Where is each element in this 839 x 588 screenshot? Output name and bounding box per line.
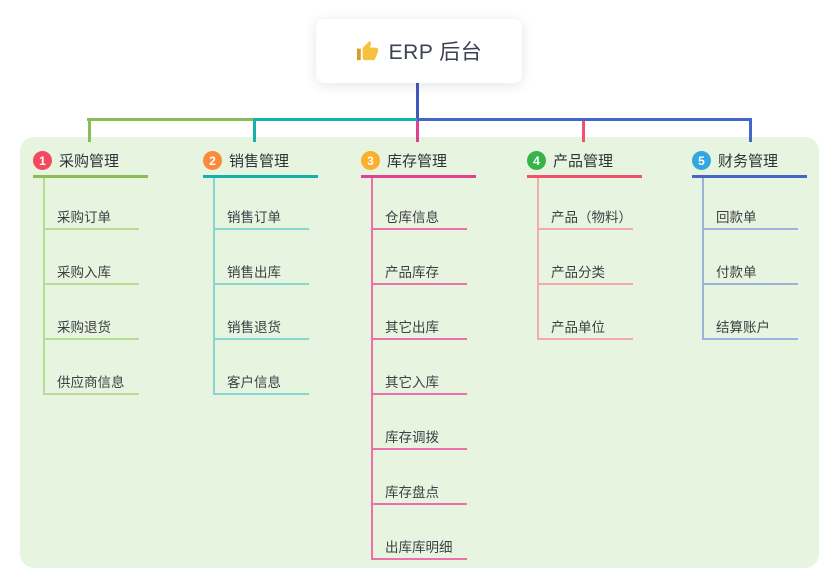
sub-item-underline [213, 393, 309, 395]
branch-underline [361, 175, 476, 178]
branch-underline [527, 175, 642, 178]
branch-spine-line [537, 178, 539, 340]
branch-title: 采购管理 [59, 153, 120, 170]
sub-item-underline [213, 228, 309, 230]
sub-item[interactable]: 产品分类 [551, 265, 605, 280]
branch-header[interactable]: 1 采购管理 [33, 150, 119, 171]
sub-item[interactable]: 供应商信息 [57, 375, 125, 390]
branch-number-badge: 1 [33, 151, 52, 170]
sub-item[interactable]: 其它出库 [385, 320, 439, 335]
sub-item[interactable]: 库存盘点 [385, 485, 439, 500]
connector-line [86, 118, 253, 121]
sub-item[interactable]: 出库库明细 [385, 540, 453, 555]
sub-item[interactable]: 产品单位 [551, 320, 605, 335]
branch-title: 财务管理 [718, 153, 779, 170]
sub-item[interactable]: 产品（物料） [551, 210, 632, 225]
branch-header[interactable]: 4 产品管理 [527, 150, 613, 171]
branch-spine-line [702, 178, 704, 340]
branches-panel [20, 137, 819, 568]
branch-spine-line [43, 178, 45, 395]
sub-item-underline [537, 228, 633, 230]
sub-item-underline [537, 283, 633, 285]
branch-number-badge: 4 [527, 151, 546, 170]
connector-line [253, 118, 417, 121]
sub-item-underline [43, 393, 139, 395]
sub-item[interactable]: 销售退货 [227, 320, 281, 335]
root-node[interactable]: ERP 后台 [316, 19, 522, 83]
connector-line [417, 118, 751, 121]
connector-drop-line [582, 121, 585, 142]
sub-item-underline [702, 338, 798, 340]
branch-title: 产品管理 [553, 153, 614, 170]
connector-drop-line [749, 118, 752, 142]
sub-item[interactable]: 结算账户 [716, 320, 770, 335]
sub-item[interactable]: 仓库信息 [385, 210, 439, 225]
sub-item-underline [213, 283, 309, 285]
sub-item-underline [702, 228, 798, 230]
sub-item-underline [371, 283, 467, 285]
sub-item[interactable]: 销售出库 [227, 265, 281, 280]
sub-item[interactable]: 采购订单 [57, 210, 111, 225]
sub-item-underline [702, 283, 798, 285]
branch-header[interactable]: 5 财务管理 [692, 150, 778, 171]
root-connector-line [416, 83, 419, 121]
connector-drop-line [253, 121, 256, 142]
sub-item-underline [371, 393, 467, 395]
thumbs-up-icon [356, 40, 379, 63]
sub-item-underline [43, 283, 139, 285]
sub-item-underline [213, 338, 309, 340]
branch-header[interactable]: 3 库存管理 [361, 150, 447, 171]
sub-item-underline [371, 558, 467, 560]
branch-title: 库存管理 [387, 153, 448, 170]
sub-item[interactable]: 销售订单 [227, 210, 281, 225]
sub-item[interactable]: 产品库存 [385, 265, 439, 280]
branch-number-badge: 5 [692, 151, 711, 170]
sub-item-underline [371, 338, 467, 340]
sub-item[interactable]: 回款单 [716, 210, 757, 225]
sub-item-underline [371, 503, 467, 505]
root-title: ERP 后台 [388, 41, 483, 64]
branch-underline [33, 175, 148, 178]
sub-item-underline [537, 338, 633, 340]
sub-item-underline [371, 448, 467, 450]
branch-number-badge: 2 [203, 151, 222, 170]
sub-item[interactable]: 库存调拨 [385, 430, 439, 445]
branch-number-badge: 3 [361, 151, 380, 170]
branch-header[interactable]: 2 销售管理 [203, 150, 289, 171]
connector-drop-line [88, 118, 91, 142]
sub-item[interactable]: 采购入库 [57, 265, 111, 280]
branch-underline [203, 175, 318, 178]
sub-item[interactable]: 采购退货 [57, 320, 111, 335]
sub-item[interactable]: 付款单 [716, 265, 757, 280]
sub-item[interactable]: 其它入库 [385, 375, 439, 390]
branch-spine-line [213, 178, 215, 395]
sub-item-underline [43, 338, 139, 340]
branch-spine-line [371, 178, 373, 560]
sub-item[interactable]: 客户信息 [227, 375, 281, 390]
branch-underline [692, 175, 807, 178]
connector-drop-line [416, 121, 419, 142]
branch-title: 销售管理 [229, 153, 290, 170]
sub-item-underline [43, 228, 139, 230]
sub-item-underline [371, 228, 467, 230]
